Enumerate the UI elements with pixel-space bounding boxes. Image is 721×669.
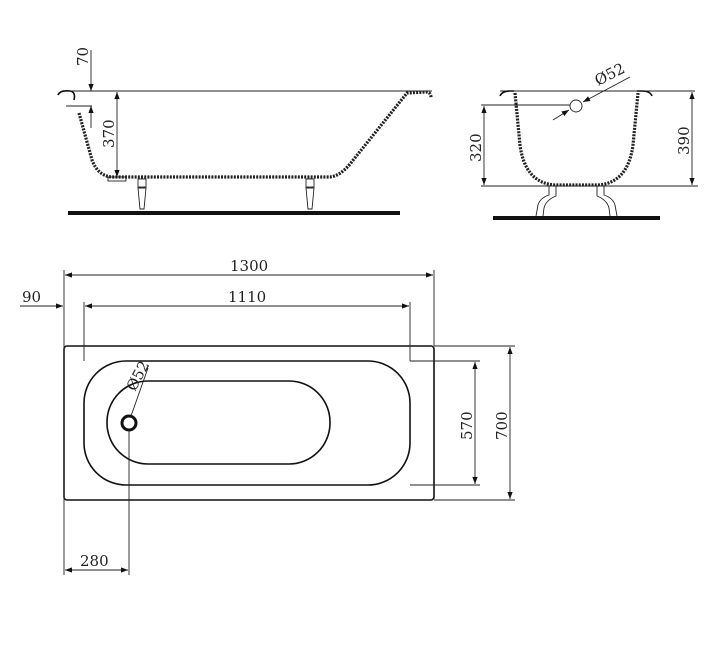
plan-drain [120,414,138,432]
end-dia-leader-a [552,109,570,121]
end-rim-right [637,90,653,97]
side-shell [77,90,433,179]
plan-dia-label: Ø52 [123,358,154,394]
dim-1300-label: 1300 [230,257,268,275]
end-rim-left [499,90,514,97]
plan-view: Ø52 1300 1110 90 570 700 280 [20,257,515,575]
plan-outer-rim [63,345,435,501]
dim-370-label: 370 [100,119,118,148]
side-view: 70 370 [57,47,433,215]
dim-1110-label: 1110 [228,288,266,306]
side-leg-right [305,178,315,210]
dim-90-label: 90 [22,288,41,306]
dim-700-label: 700 [493,411,511,440]
side-leg-left [137,178,147,210]
end-dia-label: Ø52 [592,59,628,89]
dim-570-label: 570 [458,411,476,440]
dim-70-label: 70 [74,47,92,66]
plan-basin-inner [106,380,331,465]
dim-280-label: 280 [80,552,109,570]
end-overflow-hole [569,99,583,113]
plan-dia-leader [130,367,149,417]
side-left-rim-curl [57,90,76,101]
end-shell [513,92,640,187]
dim-320-label: 320 [467,133,485,162]
plan-basin-outer [83,360,411,486]
end-dia-leader-b [582,76,631,103]
dim-390-label: 390 [675,126,693,155]
end-view: Ø52 320 390 [467,59,698,220]
end-legs [535,186,618,217]
